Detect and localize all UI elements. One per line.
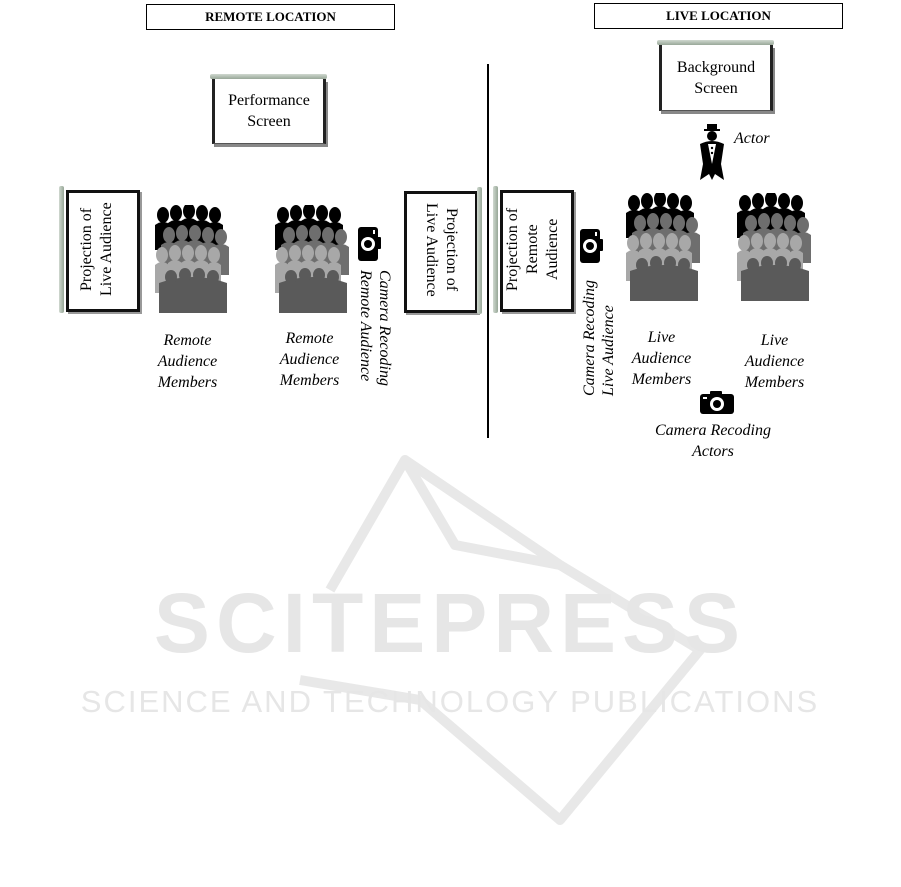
camera-live-icon bbox=[580, 229, 603, 263]
live-audience-label-1: Live Audience Members bbox=[631, 329, 692, 388]
actor-icon bbox=[700, 124, 724, 180]
background-screen-rod bbox=[657, 40, 774, 45]
camera-live-label-line1: Camera Recoding bbox=[581, 280, 598, 396]
live-audience-group-2 bbox=[737, 193, 811, 301]
location-divider bbox=[487, 64, 489, 438]
performance-screen-label: Performance Screen bbox=[228, 92, 310, 130]
live-location-header: LIVE LOCATION bbox=[594, 3, 843, 29]
performance-screen-rod bbox=[210, 74, 327, 79]
projection-remote-label: Projection of Remote Audience bbox=[504, 207, 561, 291]
projection-live-right-label: Projection of Live Audience bbox=[423, 203, 460, 297]
projection-live-left bbox=[66, 190, 140, 312]
watermark-title: SCITEPRESS bbox=[154, 576, 746, 670]
remote-audience-label-1: Remote Audience Members bbox=[157, 332, 218, 391]
remote-location-header: REMOTE LOCATION bbox=[146, 4, 395, 30]
projection-remote bbox=[500, 190, 574, 312]
camera-remote-icon bbox=[358, 227, 381, 261]
projection-live-right bbox=[404, 191, 478, 313]
projection-live-left-label: Projection of Live Audience bbox=[78, 202, 115, 296]
projection-remote-rod bbox=[493, 186, 498, 313]
actor-label: Actor bbox=[734, 130, 770, 147]
remote-audience-group-1 bbox=[155, 205, 229, 313]
camera-remote-label-line2: Remote Audience bbox=[357, 270, 374, 382]
remote-audience-label-2: Remote Audience Members bbox=[279, 330, 340, 389]
background-screen-label: Background Screen bbox=[676, 58, 756, 97]
camera-actors-label: Camera Recoding Actors bbox=[655, 422, 771, 460]
live-audience-group-1 bbox=[626, 193, 700, 301]
camera-remote-label-line1: Camera Recoding bbox=[376, 270, 393, 386]
watermark-subtitle: SCIENCE AND TECHNOLOGY PUBLICATIONS bbox=[81, 684, 819, 719]
camera-actors-icon bbox=[700, 391, 734, 414]
live-audience-label-2: Live Audience Members bbox=[744, 332, 805, 391]
projection-live-right-rod bbox=[477, 187, 482, 314]
remote-audience-group-2 bbox=[275, 205, 349, 313]
background-screen: Background Screen bbox=[659, 45, 773, 111]
performance-screen: Performance Screen bbox=[212, 79, 326, 144]
projection-live-left-rod bbox=[59, 186, 64, 313]
